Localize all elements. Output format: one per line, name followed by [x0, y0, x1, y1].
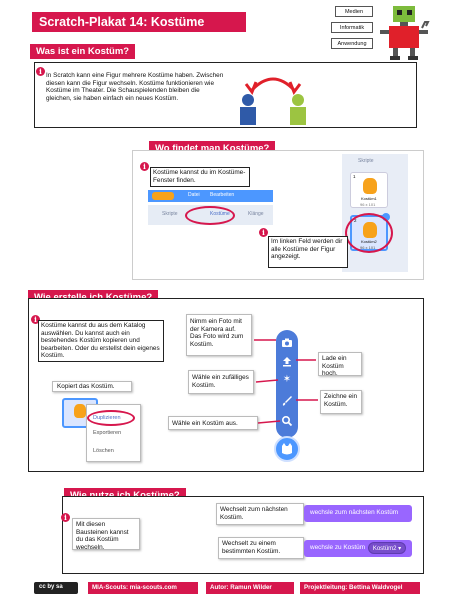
surprise-icon[interactable]: ✶ [282, 374, 292, 385]
duplicate-highlight [87, 410, 135, 426]
paint-label: Zeichne ein Kostüm. [320, 390, 362, 414]
info-icon: i [61, 513, 70, 522]
section2-text2: Im linken Feld werden dir alle Kostüme d… [268, 236, 348, 268]
section4-text: Mit diesen Bausteinen kannst du das Kost… [72, 518, 140, 551]
photo-label: Nimm ein Foto mit der Kamera auf. Das Fo… [186, 314, 252, 356]
costume-item-1[interactable]: 1 Kostüm1 96 x 101 [350, 172, 388, 208]
license-badge: cc by sa [34, 582, 78, 594]
tab-sounds[interactable]: Klänge [248, 211, 264, 217]
next-costume-block[interactable]: wechsle zum nächsten Kostüm [304, 505, 412, 522]
costume-size: 96 x 101 [360, 202, 376, 207]
upload-label: Lade ein Kostüm hoch. [318, 352, 362, 377]
cat-sprite-icon [74, 404, 86, 418]
copy-label: Kopiert das Kostüm. [52, 381, 132, 392]
costume-name: Kostüm1 [361, 196, 377, 201]
cat-sprite-icon [363, 178, 377, 194]
section1-text: In Scratch kann eine Figur mehrere Kostü… [46, 72, 224, 102]
costumes-list-highlight [345, 213, 393, 253]
info-icon: i [140, 162, 149, 171]
scratch-logo [152, 192, 174, 200]
page-title: Scratch-Plakat 14: Kostüme [32, 12, 246, 32]
switch-costume-text: wechsle zu Kostüm [310, 544, 366, 551]
camera-icon[interactable] [281, 336, 293, 348]
menu-export[interactable]: Exportieren [93, 430, 122, 436]
costume-index: 1 [353, 174, 356, 179]
add-costume-toolbar [276, 330, 298, 438]
tag-informatik: Informatik [331, 22, 373, 33]
code-tab-label: Skripte [358, 158, 374, 164]
editor-menubar: Datei Bearbeiten [148, 190, 273, 202]
delete-icon[interactable] [382, 213, 390, 221]
choose-label: Wähle ein Kostüm aus. [168, 416, 258, 430]
section1-box [34, 62, 417, 128]
add-costume-button[interactable] [274, 436, 300, 462]
tag-anwendung: Anwendung [331, 38, 373, 49]
section3-text1: Kostüme kannst du aus dem Katalog auswäh… [38, 320, 164, 362]
footer-lead: Projektleitung: Bettina Waldvogel [300, 582, 420, 594]
costume-dropdown[interactable]: Kostüm2 ▾ [368, 542, 406, 554]
costumes-tab-highlight [185, 206, 235, 225]
random-label: Wähle ein zufälliges Kostüm. [188, 370, 254, 394]
switch-costume-label: Wechselt zu einem bestimmten Kostüm. [218, 537, 304, 559]
next-costume-label: Wechselt zum nächsten Kostüm. [216, 503, 304, 525]
footer-site[interactable]: MIA-Scouts: mia-scouts.com [88, 582, 198, 594]
license-text: cc by sa [39, 584, 63, 590]
tag-medien: Medien [335, 6, 373, 17]
menu-file[interactable]: Datei [188, 192, 200, 198]
theater-illustration [228, 64, 318, 126]
section1-title: Was ist ein Kostüm? [30, 44, 136, 59]
section2-text1: Kostüme kannst du im Kostüme-Fenster fin… [150, 167, 250, 187]
footer-author: Autor: Ramun Wilder [206, 582, 294, 594]
menu-edit[interactable]: Bearbeiten [210, 192, 235, 198]
search-icon[interactable] [281, 414, 293, 427]
tab-code[interactable]: Skripte [162, 211, 178, 217]
upload-icon[interactable] [281, 354, 293, 367]
paint-brush-icon[interactable] [281, 394, 293, 406]
info-icon: i [36, 67, 45, 76]
info-icon: i [31, 315, 40, 324]
menu-delete[interactable]: Löschen [93, 448, 114, 454]
info-icon: i [259, 228, 268, 237]
robot-icon [378, 4, 430, 62]
